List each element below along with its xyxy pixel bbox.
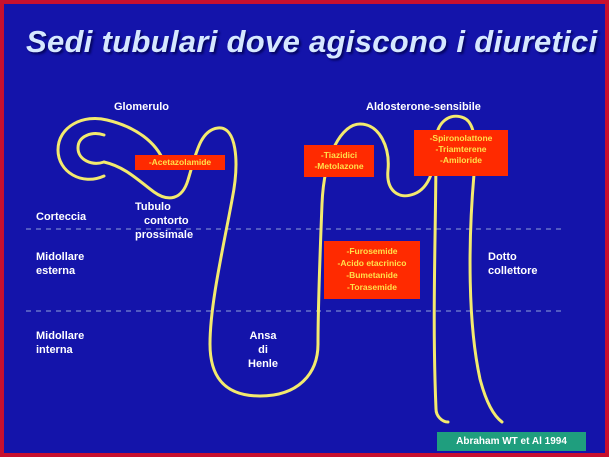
label-line: collettore [488,265,538,277]
label-line: prossimale [135,229,194,241]
label-ansa-di-henle: Ansa di Henle [244,329,282,371]
loop-of-henle [208,342,320,398]
drug-name: -Triamterene [435,144,487,154]
label-line: interna [36,344,73,356]
label-midollare-interna: Midollare interna [36,329,84,357]
drug-name: -Amiloride [439,155,483,165]
label-dotto-collettore: Dotto collettore [488,250,538,278]
collecting-duct-left [432,142,450,424]
drug-name: -Acetazolamide [148,157,212,167]
proximal-tubule [102,126,238,346]
label-tubulo-contorto-prossimale: Tubulo contorto prossimale [135,200,193,242]
drug-name: -Metolazone [314,161,364,171]
label-line: Henle [248,358,278,370]
label-line: Midollare [36,330,85,342]
drug-name: -Acido etacrinico [337,258,407,268]
glomerulus-capsule-inner [76,132,106,165]
label-line: di [258,344,268,356]
drug-box-proximal: -Acetazolamide [135,155,225,170]
label-line: esterna [36,265,76,277]
drug-name: -Spironolattone [429,133,493,143]
drug-box-distal: -Tiazidici -Metolazone [304,145,374,177]
label-line: Tubulo [135,201,171,213]
drug-name: -Furosemide [346,246,398,256]
label-glomerulo: Glomerulo [114,101,170,113]
nephron-diagram [26,114,564,424]
label-corteccia: Corteccia [36,211,87,223]
drug-name: -Bumetanide [346,270,398,280]
label-line: contorto [144,215,189,227]
label-midollare-esterna: Midollare esterna [36,250,84,278]
glomerulus-capsule-outer [56,117,166,181]
drug-name: -Tiazidici [320,150,358,160]
drug-box-loop: -Furosemide -Acido etacrinico -Bumetanid… [324,241,420,299]
page-title: Sedi tubulari dove agiscono i diuretici [26,24,598,59]
label-line: Dotto [488,251,517,263]
drug-name: -Torasemide [347,282,397,292]
label-line: Midollare [36,251,85,263]
label-aldosterone-sensibile: Aldosterone-sensibile [366,101,481,113]
drug-box-collecting: -Spironolattone -Triamterene -Amiloride [414,130,508,176]
source-credit: Abraham WT et Al 1994 [437,432,586,451]
label-line: Ansa [249,330,277,342]
